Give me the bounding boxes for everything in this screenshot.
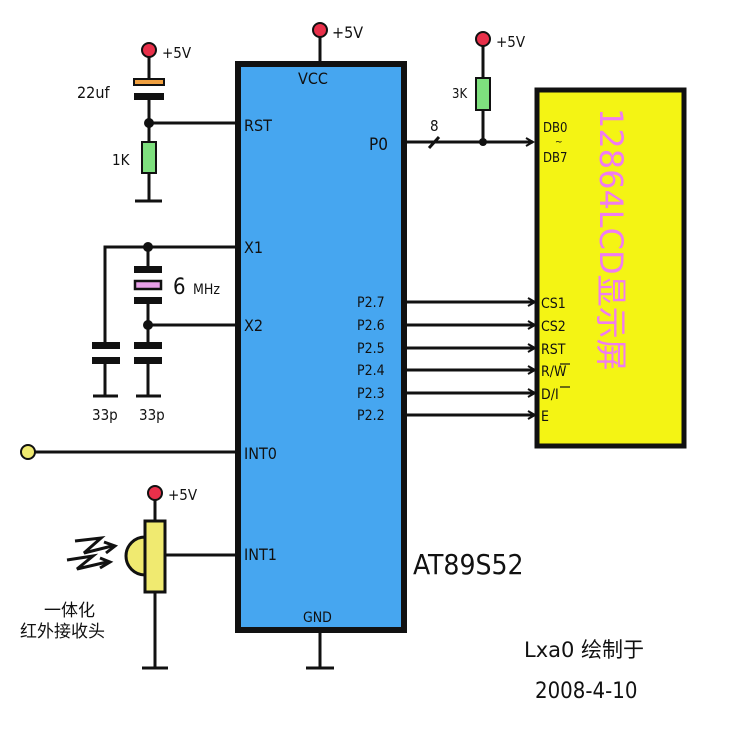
lcd-pin-db0: DB0 <box>543 121 567 136</box>
crystal-value: 6 <box>173 275 186 300</box>
vcc-supply-label: +5V <box>332 23 363 42</box>
ir-receiver-body <box>143 519 167 594</box>
credit-line2: 2008-4-10 <box>535 679 637 704</box>
mcu-pin-x1: X1 <box>244 238 263 257</box>
mcu-pin-gnd: GND <box>303 610 332 626</box>
lcd-pin-ctrl-0: CS1 <box>541 296 566 312</box>
mcu-pin-p2-3: P2.4 <box>357 363 385 379</box>
lcd-pin-ctrl-2: RST <box>541 342 566 358</box>
credit-line1: Lxa0 绘制于 <box>524 638 644 662</box>
vcc-supply-dot <box>312 22 328 38</box>
pullup-supply-label: +5V <box>496 33 526 51</box>
lcd-pin-db7: DB7 <box>543 151 567 166</box>
crystal-body <box>133 279 163 291</box>
load-cap-2-top <box>134 342 162 349</box>
mcu-pin-rst: RST <box>244 116 272 135</box>
mcu-body <box>235 61 407 633</box>
lcd-title: 12864LCD显示屏 <box>592 108 630 371</box>
lcd-pin-ctrl-1: CS2 <box>541 319 566 335</box>
x1-wire <box>103 245 238 342</box>
ir-receiver-label-line2: 红外接收头 <box>20 622 105 642</box>
reset-supply-dot <box>141 42 157 58</box>
mcu-pin-int1: INT1 <box>244 545 277 564</box>
lcd-pin-tilde: ~ <box>555 137 563 148</box>
ir-receiver-label-line1: 一体化 <box>44 601 95 621</box>
lcd-pin-ctrl-5: E <box>541 409 549 425</box>
reset-capacitor-label: 22uf <box>77 83 110 102</box>
mcu-pin-p2-1: P2.6 <box>357 318 385 334</box>
mcu-pin-int0: INT0 <box>244 444 277 463</box>
lcd-pin-ctrl-4: D/I <box>541 387 559 403</box>
reset-capacitor-plate-bottom <box>134 93 164 100</box>
load-cap-2-label: 33p <box>139 406 165 424</box>
crystal-plate-bottom <box>134 297 162 304</box>
reset-capacitor-plate-top <box>133 78 165 86</box>
mcu-part-number: AT89S52 <box>413 548 524 581</box>
crystal-plate-top <box>134 266 162 273</box>
load-cap-1-label: 33p <box>92 406 118 424</box>
lcd-pin-ctrl-3: R/W <box>541 364 567 380</box>
mcu-pin-p2-4: P2.3 <box>357 386 385 402</box>
ir-light-rays-icon <box>66 535 119 571</box>
reset-supply-label: +5V <box>162 44 192 62</box>
load-cap-1-top <box>92 342 120 349</box>
int0-input-terminal <box>20 444 36 460</box>
reset-resistor-label: 1K <box>112 151 131 169</box>
mcu-pin-vcc: VCC <box>298 69 328 88</box>
crystal-unit: MHz <box>193 282 220 298</box>
ir-supply-dot <box>147 485 163 501</box>
load-cap-1-bottom <box>92 357 120 364</box>
pullup-resistor <box>475 77 491 111</box>
bus-slash <box>427 135 441 150</box>
mcu-pin-p2-2: P2.5 <box>357 341 385 357</box>
ir-lens <box>124 535 147 577</box>
reset-resistor <box>141 141 157 174</box>
load-cap-2-bottom <box>134 357 162 364</box>
mcu-pin-p0: P0 <box>369 135 388 155</box>
pullup-supply-dot <box>475 31 491 47</box>
mcu-pin-x2: X2 <box>244 316 263 335</box>
ir-supply-label: +5V <box>168 486 198 504</box>
bus-width-label: 8 <box>430 117 439 135</box>
pullup-resistor-label: 3K <box>452 87 467 102</box>
mcu-pin-p2-0: P2.7 <box>357 295 385 311</box>
mcu-pin-p2-5: P2.2 <box>357 408 385 424</box>
